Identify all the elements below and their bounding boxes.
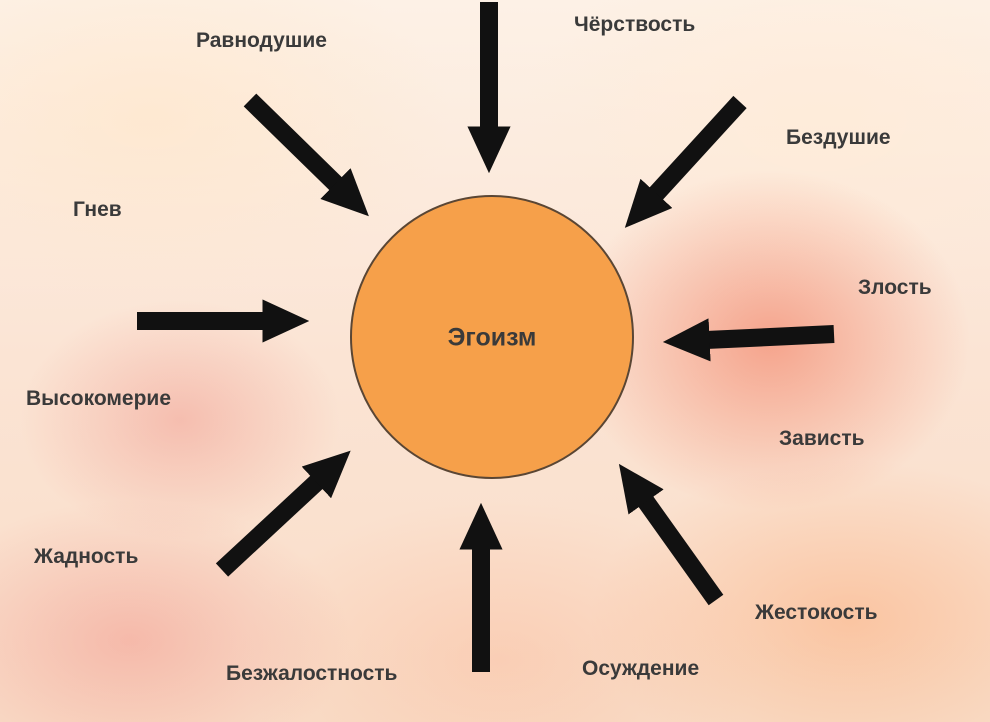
label-ravnodushie: Равнодушие — [196, 29, 327, 52]
arrows — [137, 2, 835, 672]
center-circle — [350, 195, 634, 479]
label-vysokomerie: Высокомерие — [26, 387, 172, 410]
label-zavist: Зависть — [779, 427, 865, 450]
arrow-from-right — [662, 318, 835, 362]
label-gnev: Гнев — [73, 198, 122, 221]
label-cherstvost: Чёрствость — [574, 13, 696, 36]
label-bezdushie: Бездушие — [786, 126, 891, 149]
center-label: Эгоизм — [447, 323, 537, 352]
arrow-from-bottom-right — [618, 463, 724, 606]
arrow-from-top-left — [243, 93, 369, 217]
label-osuzhdenie: Осуждение — [582, 657, 700, 680]
label-zhestokost: Жестокость — [755, 601, 878, 624]
label-zlost: Злость — [858, 276, 932, 299]
arrow-from-bottom-left — [215, 450, 351, 577]
label-zhadnost: Жадность — [34, 545, 139, 568]
label-bezzhalostnost: Безжалостность — [226, 662, 398, 685]
arrow-from-top-right — [624, 95, 747, 228]
